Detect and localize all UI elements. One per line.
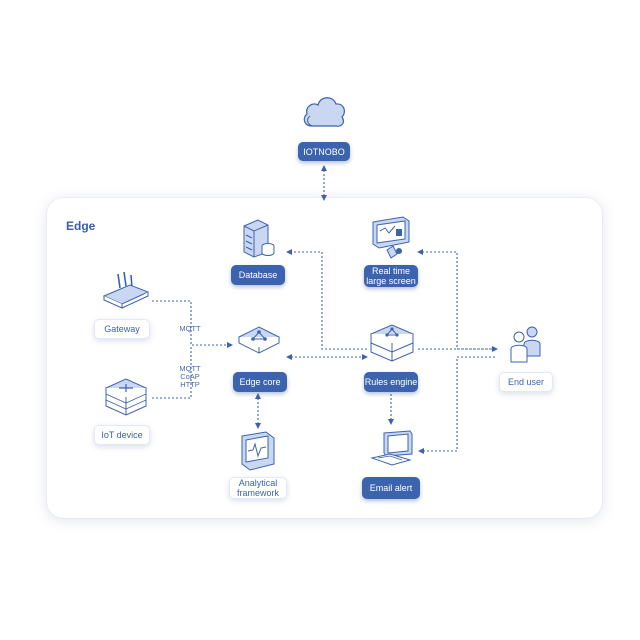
end-user-node: End user bbox=[499, 372, 553, 392]
hub-icon bbox=[237, 326, 281, 354]
link-gateway-core bbox=[152, 300, 233, 348]
server-icon bbox=[243, 219, 275, 258]
monitor-dashboard-icon bbox=[372, 216, 410, 259]
device-protocol-label: MQTT CoAP HTTP bbox=[179, 364, 201, 389]
gateway-protocol-label: MQTT bbox=[179, 324, 201, 333]
link-email-enduser bbox=[418, 356, 497, 454]
iot-device-icon bbox=[104, 378, 148, 416]
rules-engine-node: Rules engine bbox=[364, 372, 418, 392]
realtime-node: Real time large screen bbox=[364, 265, 418, 287]
rules-engine-icon bbox=[369, 324, 415, 362]
link-realtime-enduser bbox=[417, 249, 497, 350]
link-rules-database bbox=[286, 249, 367, 350]
gateway-node: Gateway bbox=[94, 319, 150, 339]
users-icon bbox=[510, 326, 541, 363]
cloud-label: IOTNOBO bbox=[298, 142, 350, 161]
analytics-monitor-icon bbox=[241, 431, 275, 471]
analytical-node: Analytical framework bbox=[229, 477, 287, 499]
edge-core-node: Edge core bbox=[233, 372, 287, 392]
database-node: Database bbox=[231, 265, 285, 285]
email-alert-node: Email alert bbox=[362, 477, 420, 499]
link-device-core bbox=[152, 345, 192, 399]
cloud-icon bbox=[303, 97, 346, 127]
iot-device-node: IoT device bbox=[94, 425, 150, 445]
computer-icon bbox=[370, 430, 413, 466]
router-icon bbox=[102, 272, 150, 309]
edge-panel-title: Edge bbox=[66, 219, 96, 233]
